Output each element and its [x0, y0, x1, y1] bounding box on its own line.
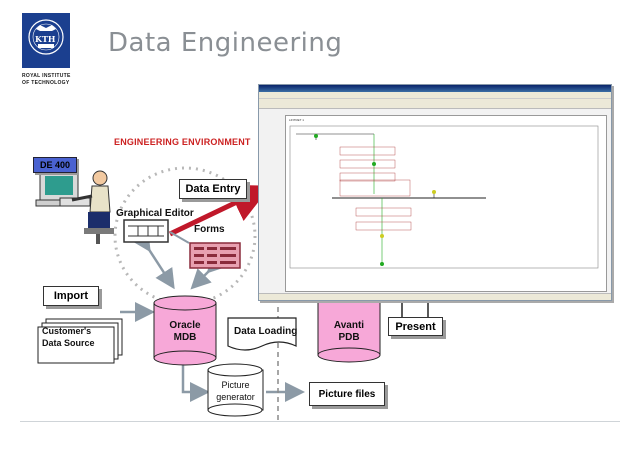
app-status-bar: [259, 293, 611, 300]
kth-logo-text: KTH: [35, 34, 56, 44]
data-entry-box: Data Entry: [179, 179, 247, 199]
avanti-line1: Avanti: [333, 320, 365, 331]
data-loading-label: Data Loading: [234, 326, 298, 337]
forms-label: Forms: [194, 224, 225, 235]
avanti-pdb-label: Avanti PDB: [318, 320, 380, 344]
workstation-label-box: DE 400: [33, 157, 77, 173]
data-entry-label: Data Entry: [185, 183, 241, 195]
app-toolbar: [259, 99, 611, 109]
customer-data-source-label: Customer's Data Source: [42, 325, 95, 349]
environment-label: ENGINEERING ENVIRONMENT: [114, 137, 251, 147]
forms-oracle-arrow: [190, 252, 228, 290]
institute-line1: ROYAL INSTITUTE: [22, 73, 71, 79]
import-box: Import: [43, 286, 99, 306]
page-title: Data Engineering: [108, 28, 343, 58]
picture-files-box: Picture files: [309, 382, 385, 406]
app-title-bar: [259, 85, 611, 92]
oracle-generator-arrow: [181, 364, 210, 402]
canvas-label: LINTRET 1: [289, 118, 304, 122]
generator-line1: Picture: [221, 380, 250, 390]
footer-rule: [20, 421, 620, 422]
picture-generator-cylinder: [207, 363, 264, 417]
customer-source-line2: Data Source: [42, 338, 95, 348]
generator-line2: generator: [216, 392, 255, 402]
picture-files-label: Picture files: [318, 388, 376, 400]
import-label: Import: [53, 290, 89, 302]
present-label: Present: [395, 320, 436, 333]
oracle-mdb-label: Oracle MDB: [154, 320, 216, 344]
forms-editor-arrow: [169, 231, 190, 244]
customer-source-line1: Customer's: [42, 326, 92, 336]
institute-line2: OF TECHNOLOGY: [22, 80, 70, 86]
oracle-line1: Oracle: [169, 320, 201, 331]
single-line-diagram: [289, 125, 599, 269]
oracle-mdb-cylinder: [153, 295, 217, 366]
oracle-line2: MDB: [173, 332, 197, 343]
data-loading-shape: [227, 317, 297, 351]
avanti-line2: PDB: [338, 332, 360, 343]
workstation-operator-icon: [35, 170, 114, 244]
avanti-pdb-cylinder: [317, 299, 381, 363]
app-menu-bar: [259, 92, 611, 99]
app-drawing-canvas: LINTRET 1: [285, 115, 607, 292]
customer-data-source-stack: [37, 318, 123, 364]
engineering-scope-ellipse: [113, 166, 257, 306]
present-box: Present: [388, 317, 443, 336]
kth-crest-icon: [22, 13, 70, 68]
graphical-editor-label: Graphical Editor: [116, 208, 194, 219]
graphical-editor-icon: [123, 219, 169, 243]
embedded-app-window: LINTRET 1: [258, 84, 612, 301]
kth-logo: KTH: [22, 13, 70, 68]
picture-generator-label: Picture generator: [208, 379, 263, 403]
workstation-label: DE 400: [39, 160, 71, 170]
editor-oracle-arrow: [131, 229, 175, 290]
forms-icon: [189, 242, 241, 269]
